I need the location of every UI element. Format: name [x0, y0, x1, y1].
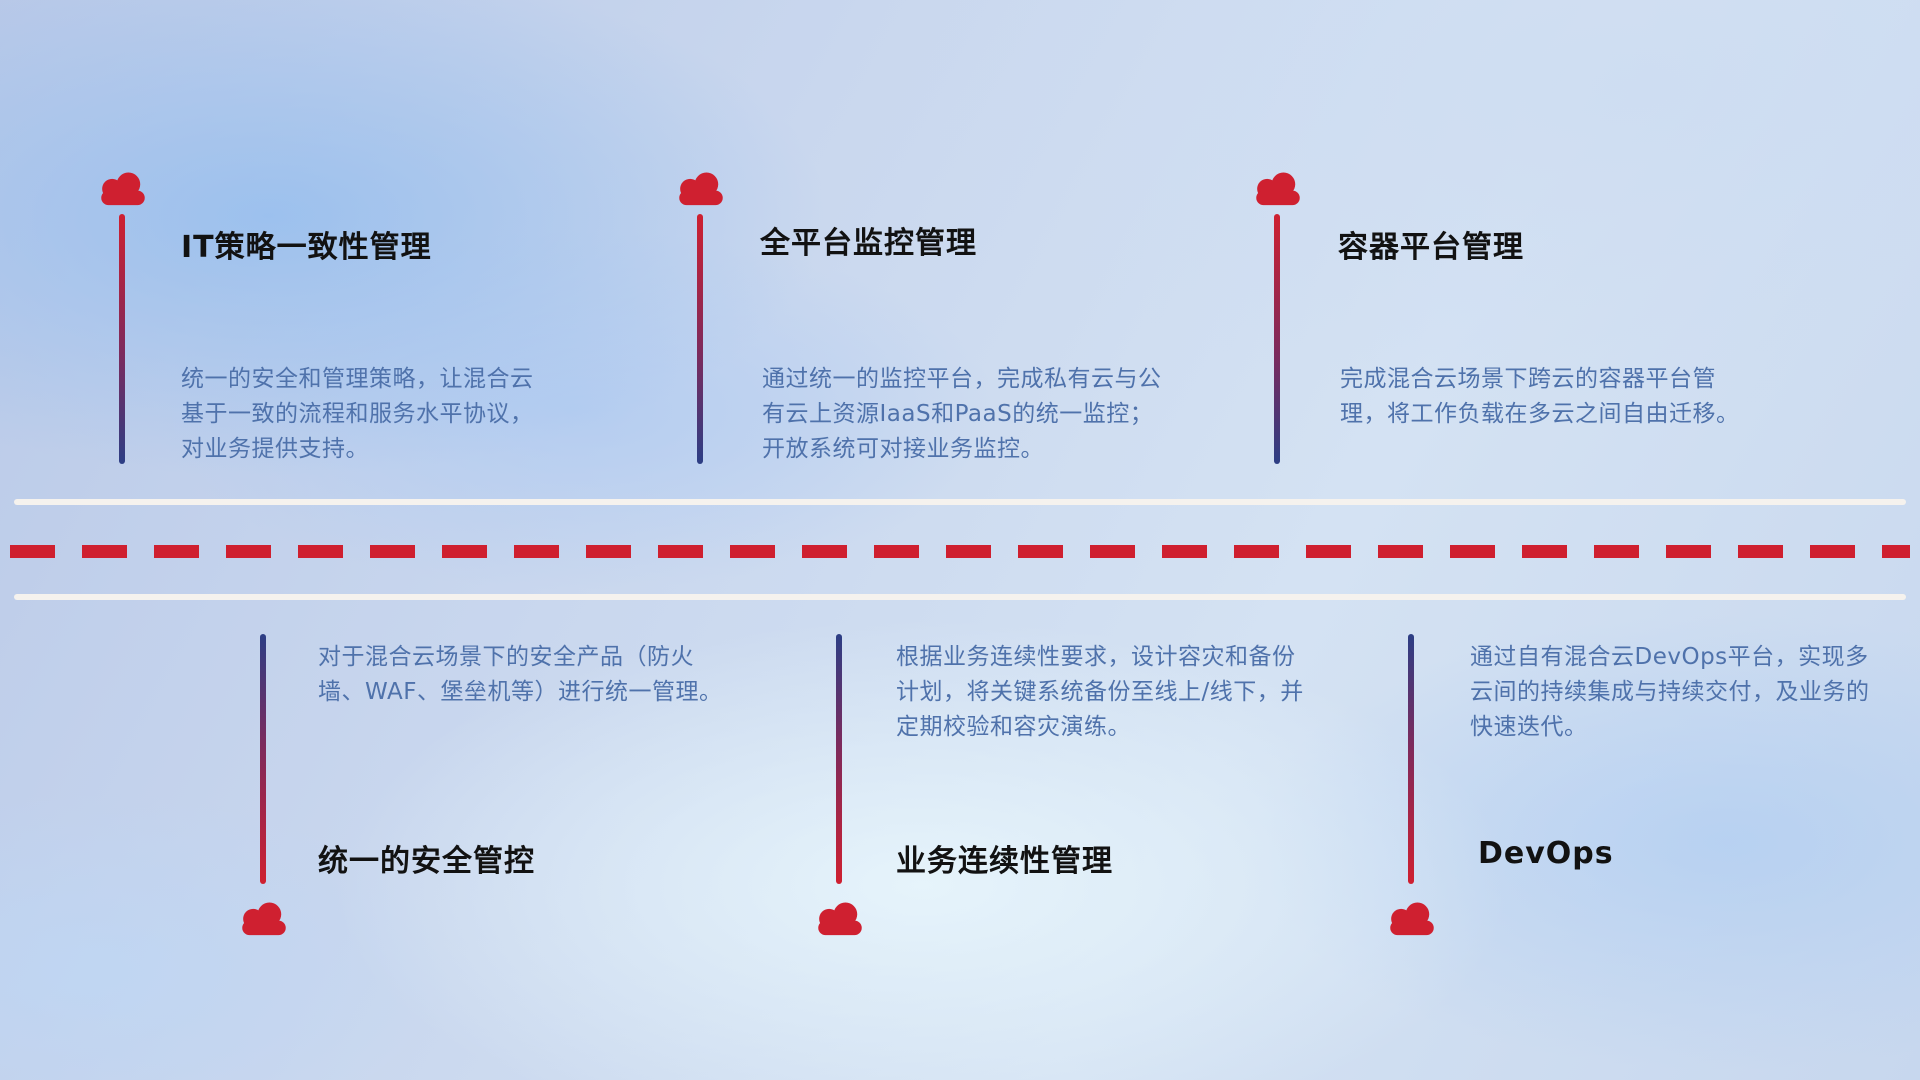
cloud-icon: [1390, 902, 1434, 936]
cloud-icon: [242, 902, 286, 936]
connector-line: [1274, 214, 1280, 464]
item-description: 对于混合云场景下的安全产品（防火墙、WAF、堡垒机等）进行统一管理。: [318, 644, 723, 705]
cloud-icon: [818, 902, 862, 936]
cloud-icon: [679, 172, 723, 206]
connector-line: [697, 214, 703, 464]
item-description: 统一的安全和管理策略，让混合云基于一致的流程和服务水平协议，对业务提供支持。: [181, 366, 534, 462]
item-description: 根据业务连续性要求，设计容灾和备份计划，将关键系统备份至线上/线下，并定期校验和…: [896, 644, 1304, 740]
divider-white-bottom: [14, 594, 1906, 600]
item-description: 完成混合云场景下跨云的容器平台管理，将工作负载在多云之间自由迁移。: [1340, 366, 1740, 427]
connector-line: [836, 634, 842, 884]
item-title: IT策略一致性管理: [181, 230, 432, 265]
cloud-icon: [1256, 172, 1300, 206]
item-title: 全平台监控管理: [760, 226, 977, 261]
connector-line: [1408, 634, 1414, 884]
cloud-icon: [101, 172, 145, 206]
item-title: DevOps: [1478, 836, 1614, 871]
item-title: 业务连续性管理: [896, 844, 1113, 879]
item-description: 通过自有混合云DevOps平台，实现多云间的持续集成与持续交付，及业务的快速迭代…: [1470, 644, 1870, 740]
item-description: 通过统一的监控平台，完成私有云与公有云上资源IaaS和PaaS的统一监控；开放系…: [762, 366, 1162, 462]
item-title: 容器平台管理: [1338, 230, 1524, 265]
divider-white-top: [14, 499, 1906, 505]
connector-line: [119, 214, 125, 464]
divider-dashed-line: [10, 545, 1910, 558]
item-title: 统一的安全管控: [318, 844, 535, 879]
connector-line: [260, 634, 266, 884]
